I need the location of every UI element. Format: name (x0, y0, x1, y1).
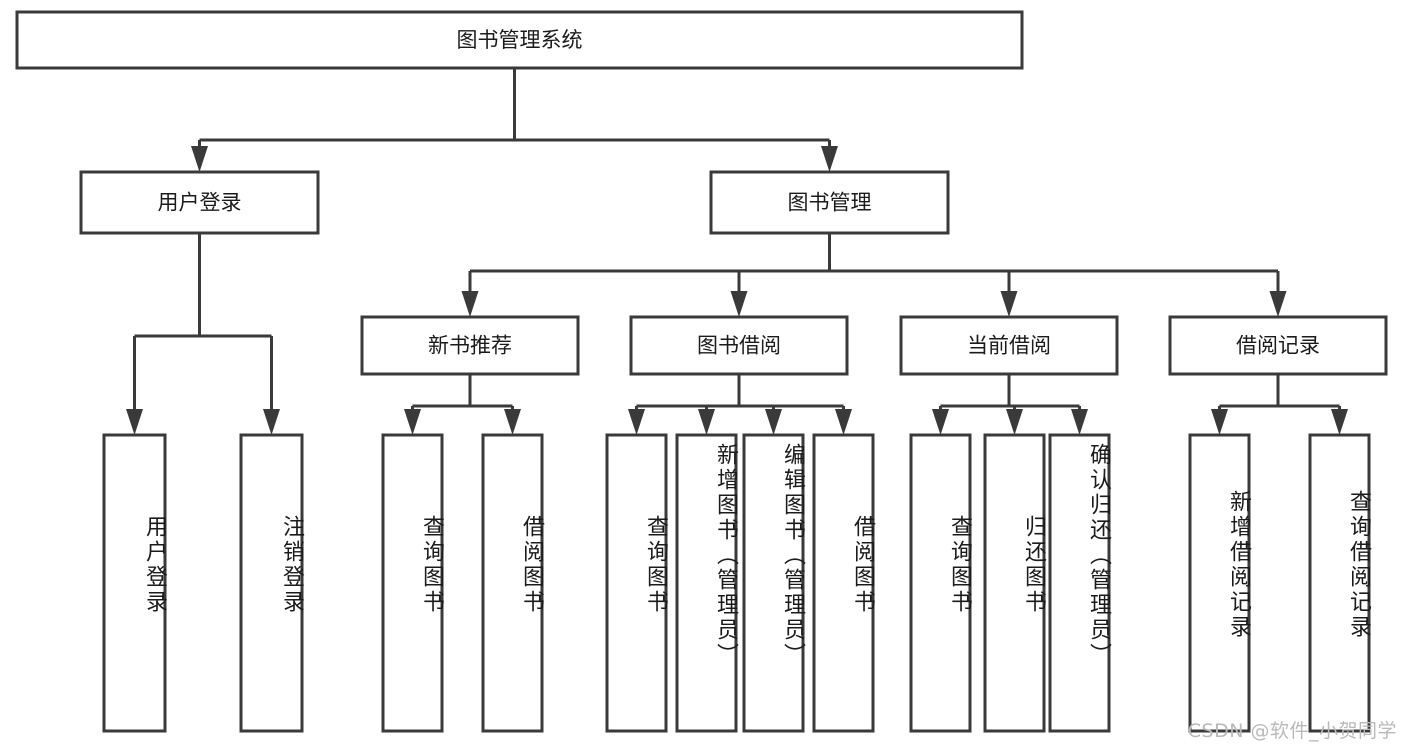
node-box-leaf-return-book[interactable] (983, 433, 1046, 733)
node-label-book-management: 图书管理 (788, 191, 872, 215)
leaf-arrow-user-login-0-head (126, 409, 143, 435)
leaf-arrow-new-book-recommend-0-head (404, 409, 421, 435)
node-box-leaf-logout[interactable] (239, 433, 304, 733)
node-box-borrow-record[interactable] (1168, 315, 1388, 376)
leaf-arrow-new-book-recommend-1-head (504, 409, 521, 435)
l2-to-l3-2-head (1000, 291, 1018, 317)
node-box-leaf-query-book-recommend[interactable] (381, 433, 444, 733)
node-box-user-login[interactable] (79, 170, 320, 235)
node-box-leaf-user-login[interactable] (102, 433, 167, 733)
node-box-leaf-add-book[interactable] (675, 433, 738, 733)
node-box-leaf-query-borrow-record[interactable] (1308, 433, 1371, 733)
leaf-arrow-book-borrow-3-head (835, 409, 852, 435)
leaf-arrow-book-borrow-0-head (628, 409, 645, 435)
leaf-arrow-borrow-record-0-head (1211, 409, 1228, 435)
l2-to-l3-1-head (730, 291, 748, 317)
connectors-layer (126, 68, 1348, 435)
node-box-leaf-query-book-current[interactable] (909, 433, 972, 733)
node-box-book-management[interactable] (709, 170, 950, 235)
root-to-l2-1-head (821, 146, 838, 172)
node-box-leaf-borrow-book[interactable] (812, 433, 875, 733)
leaf-arrow-book-borrow-1-head (698, 409, 715, 435)
watermark-text: CSDN @软件_小贺同学 (1187, 720, 1397, 742)
node-label-borrow-record: 借阅记录 (1236, 334, 1320, 358)
root-to-l2-0-head (191, 146, 208, 172)
node-label-new-book-recommend: 新书推荐 (428, 334, 512, 358)
node-box-leaf-add-borrow-record[interactable] (1188, 433, 1251, 733)
l2-to-l3-0-head (461, 291, 479, 317)
node-box-book-borrow[interactable] (629, 315, 849, 376)
node-box-leaf-query-book-borrow[interactable] (605, 433, 668, 733)
node-box-leaf-confirm-return[interactable] (1048, 433, 1111, 733)
node-box-current-borrow[interactable] (899, 315, 1119, 376)
leaf-arrow-user-login-1-head (263, 409, 280, 435)
boxes-layer (15, 10, 1388, 733)
node-label-user-login: 用户登录 (158, 191, 242, 215)
l2-to-l3-3-head (1269, 291, 1287, 317)
leaf-arrow-current-borrow-2-head (1071, 409, 1088, 435)
leaf-arrow-book-borrow-2-head (765, 409, 782, 435)
leaf-arrow-current-borrow-0-head (932, 409, 949, 435)
node-box-leaf-edit-book[interactable] (742, 433, 805, 733)
node-box-new-book-recommend[interactable] (360, 315, 580, 376)
node-label-current-borrow: 当前借阅 (967, 334, 1051, 358)
node-box-root[interactable] (15, 10, 1024, 70)
node-label-root: 图书管理系统 (457, 28, 583, 52)
leaf-arrow-borrow-record-1-head (1331, 409, 1348, 435)
node-label-book-borrow: 图书借阅 (697, 334, 781, 358)
node-box-leaf-borrow-book-recommend[interactable] (481, 433, 544, 733)
leaf-arrow-current-borrow-1-head (1006, 409, 1023, 435)
